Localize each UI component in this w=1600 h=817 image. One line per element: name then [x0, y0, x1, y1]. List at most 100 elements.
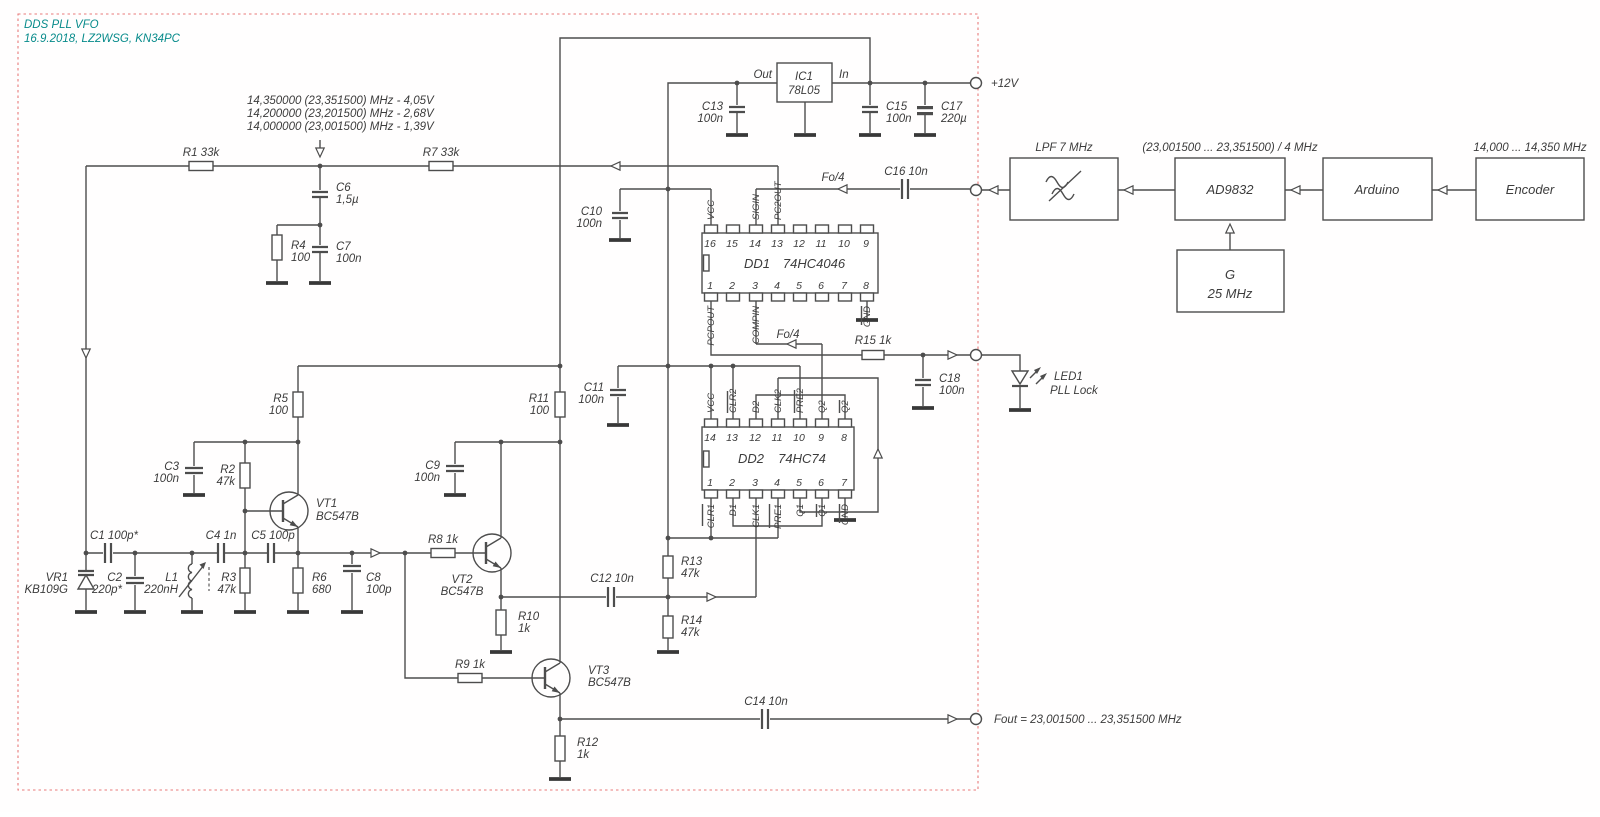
r3-value: 47k — [217, 584, 237, 596]
resistor-r15 — [861, 349, 885, 361]
block-diagram: LPF 7 MHz AD9832 (23,001500 ... 23,35150… — [1009, 142, 1587, 313]
capacitor-c11 — [610, 388, 626, 397]
schematic-title: DDS PLL VFO — [24, 19, 99, 31]
c12-label: C12 10n — [590, 573, 633, 585]
capacitor-c7 — [312, 245, 328, 254]
svg-text:11: 11 — [816, 238, 827, 250]
r7-label: R7 33k — [423, 147, 461, 159]
tuning-line-1: 14,350000 (23,351500) MHz - 4,05V — [247, 95, 435, 107]
varicap-vr1: VR1 KB109G — [25, 569, 96, 596]
title-block: DDS PLL VFO 16.9.2018, LZ2WSG, KN34PC — [24, 19, 181, 45]
ic1-body — [776, 62, 833, 103]
dd2-pin-stubs — [703, 418, 853, 499]
lpf-wave-icon — [1045, 170, 1082, 202]
dd1-pin-stubs — [703, 224, 875, 302]
terminal-fo4-in — [969, 183, 983, 197]
lpf-block — [1009, 157, 1119, 221]
vt2-ref: VT2 — [451, 574, 473, 586]
l1-value: 220nH — [143, 584, 179, 596]
r13-value: 47k — [681, 568, 701, 580]
svg-text:7: 7 — [841, 280, 848, 292]
svg-text:PCPOUT: PCPOUT — [706, 305, 717, 346]
resistor-r13 — [662, 555, 674, 579]
svg-text:Q1: Q1 — [817, 504, 828, 517]
r4-ref: R4 — [291, 240, 306, 252]
c7-value: 100n — [336, 253, 362, 265]
transistor-vt1: VT1 BC547B — [269, 491, 359, 531]
led1: LED1 PLL Lock — [1010, 367, 1099, 397]
ad9832-block — [1174, 157, 1286, 221]
svg-text:PRE2: PRE2 — [795, 387, 806, 413]
c2-ref: C2 — [107, 572, 122, 584]
c8-ref: C8 — [366, 572, 381, 584]
svg-text:5: 5 — [796, 280, 802, 292]
svg-text:11: 11 — [772, 432, 783, 444]
r11-ref: R11 — [529, 393, 549, 405]
c13-ref: C13 — [702, 101, 724, 113]
r5-ref: R5 — [273, 393, 288, 405]
svg-text:COMPIN: COMPIN — [751, 306, 762, 344]
svg-text:9: 9 — [818, 432, 824, 444]
c11-ref: C11 — [584, 382, 604, 394]
svg-text:PRE1: PRE1 — [773, 504, 784, 529]
svg-text:CLK1: CLK1 — [751, 504, 762, 528]
r4-value: 100 — [291, 252, 311, 264]
svg-text:3: 3 — [752, 477, 758, 489]
capacitors: C1 100p* C4 1n C5 100p C12 10n C14 10n C… — [90, 101, 967, 729]
svg-text:GND: GND — [840, 504, 851, 525]
svg-text:1: 1 — [707, 280, 713, 292]
junction-dots — [83, 80, 928, 722]
resistor-r9 — [457, 672, 483, 684]
dd2-body — [701, 426, 855, 491]
vt3-value: BC547B — [588, 677, 631, 689]
svg-text:10: 10 — [793, 432, 805, 444]
c9-value: 100n — [414, 472, 440, 484]
resistor-r2 — [239, 462, 251, 489]
generator-freq: 25 MHz — [1207, 286, 1253, 301]
c3-ref: C3 — [164, 461, 179, 473]
svg-text:8: 8 — [863, 280, 869, 292]
r10-value: 1k — [518, 623, 531, 635]
svg-text:9: 9 — [863, 238, 869, 250]
dd1-pin-labels: VCC SIGIN PC2OUT PCPOUT COMPIN GND — [706, 180, 873, 345]
c11-value: 100n — [578, 394, 604, 406]
capacitor-c9 — [446, 464, 464, 473]
tuning-line-3: 14,000000 (23,001500) MHz - 1,39V — [247, 121, 435, 133]
resistor-r8 — [430, 547, 456, 559]
vt1-value: BC547B — [316, 511, 359, 523]
svg-text:10: 10 — [838, 238, 850, 250]
svg-text:VCC: VCC — [706, 393, 717, 413]
c14-label: C14 10n — [744, 696, 787, 708]
capacitor-c10 — [612, 211, 628, 220]
led1-ref: LED1 — [1054, 371, 1083, 383]
encoder-block — [1475, 157, 1585, 221]
ic1-in-label: In — [839, 69, 849, 81]
ic1-out-label: Out — [753, 69, 772, 81]
resistor-r4 — [271, 234, 283, 261]
svg-text:D1: D1 — [728, 504, 739, 516]
r12-ref: R12 — [577, 737, 599, 749]
svg-text:14: 14 — [749, 238, 761, 250]
generator-ref: G — [1225, 267, 1235, 282]
svg-text:14: 14 — [704, 432, 716, 444]
capacitor-c4 — [216, 543, 226, 563]
capacitor-c5 — [266, 543, 276, 563]
capacitor-c16 — [900, 179, 910, 199]
r14-value: 47k — [681, 627, 701, 639]
svg-text:D2: D2 — [751, 400, 762, 413]
fo4-top-label: Fo/4 — [821, 172, 844, 184]
fo4-pc-label: Fo/4 — [776, 329, 799, 341]
generator-block — [1176, 249, 1285, 313]
transistor-vt3: VT3 BC547B — [531, 658, 631, 698]
dds-range-label: (23,001500 ... 23,351500) / 4 MHz — [1142, 142, 1317, 154]
svg-text:2: 2 — [728, 477, 735, 489]
c13-value: 100n — [697, 113, 723, 125]
dd2-ref: DD2 — [738, 451, 765, 466]
capacitor-c14 — [760, 709, 770, 729]
capacitor-c2 — [126, 576, 144, 585]
c10-value: 100n — [576, 218, 602, 230]
svg-text:CLR1: CLR1 — [706, 504, 717, 528]
r11-value: 100 — [530, 405, 550, 417]
r2-value: 47k — [216, 476, 236, 488]
